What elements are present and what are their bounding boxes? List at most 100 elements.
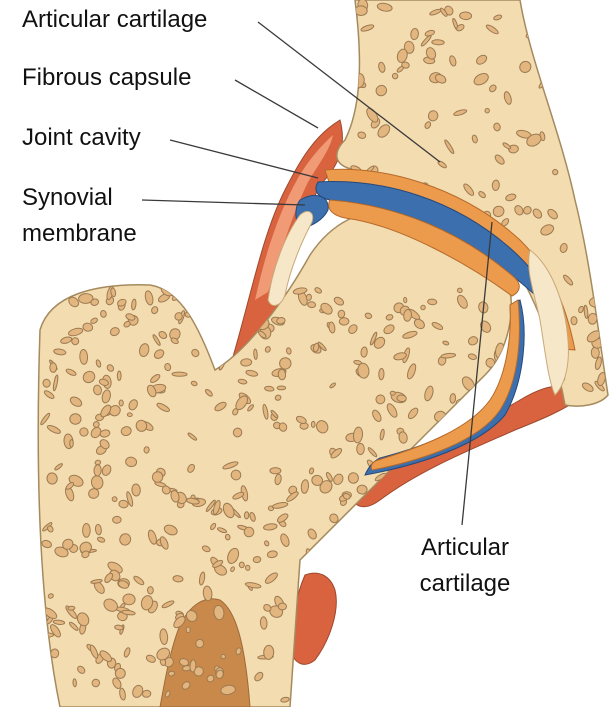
bone-pore — [396, 491, 407, 501]
bone-pore — [397, 495, 404, 503]
bone-pore — [417, 684, 432, 695]
bone-pore — [223, 317, 241, 334]
bone-pore — [594, 245, 605, 255]
bone-pore — [492, 180, 500, 191]
leader-joint-cavity — [170, 140, 318, 178]
bone-pore — [358, 555, 367, 566]
bone-pore — [444, 474, 455, 487]
bone-pore — [560, 79, 567, 90]
bone-pore — [127, 413, 132, 417]
bone-pore — [597, 216, 609, 233]
bone-pore — [429, 658, 438, 667]
bone-pore — [253, 556, 261, 563]
bone-pore — [379, 368, 385, 379]
bone-pore — [244, 512, 249, 519]
bone-pore — [477, 611, 484, 627]
bone-pore — [372, 516, 381, 525]
bone-pore — [571, 317, 577, 325]
bone-pore — [455, 676, 471, 689]
bone-pore — [593, 121, 601, 129]
bone-pore — [435, 642, 446, 655]
bone-pore — [386, 552, 394, 563]
bone-pore — [413, 608, 429, 624]
bone-pore — [482, 463, 491, 470]
bone-pore — [423, 628, 434, 639]
bone-pore — [394, 515, 401, 523]
bone-pore — [346, 689, 357, 703]
bone-pore — [214, 286, 230, 300]
bone-pore — [348, 472, 359, 484]
bone-pore — [253, 349, 257, 360]
bone-pore — [39, 633, 53, 638]
bone-pore — [142, 690, 151, 698]
bone-pore — [450, 393, 456, 403]
bone-pore — [567, 33, 575, 42]
bone-pore — [480, 640, 486, 653]
bone-pore — [210, 337, 224, 353]
bone-pore — [576, 58, 582, 65]
leader-fibrous-capsule — [235, 80, 318, 128]
bone-pore — [38, 663, 52, 677]
bone-pore — [240, 358, 252, 366]
bone-pore — [73, 679, 77, 687]
bone-pore — [190, 660, 197, 673]
bone-pore — [411, 653, 427, 666]
bone-pore — [403, 596, 421, 613]
bone-pore — [280, 358, 291, 369]
bone-pore — [598, 203, 609, 219]
bone-pore — [119, 400, 124, 406]
bone-pore — [480, 638, 492, 642]
bone-pore — [390, 391, 395, 395]
bone-pore — [572, 78, 586, 85]
bone-pore — [522, 353, 536, 367]
bone-pore — [578, 66, 585, 73]
bone-pore — [307, 302, 315, 308]
bone-pore — [298, 683, 308, 694]
label-articular-cartilage-top: Articular cartilage — [22, 6, 207, 34]
bone-pore — [589, 297, 604, 307]
bone-pore — [210, 308, 226, 319]
bone-pore — [198, 319, 214, 329]
bone-pore — [228, 314, 237, 324]
bone-pore — [100, 310, 107, 318]
bone-pore — [353, 640, 366, 651]
bone-pore — [583, 60, 595, 73]
bone-pore — [471, 649, 481, 664]
bone-pore — [202, 317, 215, 326]
bone-pore — [477, 383, 489, 391]
label-joint-cavity: Joint cavity — [22, 124, 141, 152]
bone-pore — [83, 524, 91, 538]
bone-pore — [50, 363, 57, 373]
bone-pore — [567, 156, 575, 166]
bone-pore — [536, 30, 554, 46]
bone-pore — [462, 681, 470, 697]
label-fibrous-capsule: Fibrous capsule — [22, 64, 191, 92]
bone-pore — [567, 44, 575, 50]
bone-pore — [391, 637, 400, 648]
bone-pore — [554, 80, 570, 95]
bone-pore — [459, 12, 471, 20]
bone-pore — [442, 506, 455, 519]
bone-pore — [428, 652, 440, 666]
bone-pore — [474, 653, 485, 664]
bone-pore — [399, 648, 404, 652]
bone-pore — [547, 67, 554, 80]
bone-pore — [263, 645, 273, 659]
bone-pore — [359, 621, 373, 634]
bone-pore — [488, 483, 501, 489]
bone-pore — [361, 563, 376, 570]
bone-pore — [538, 20, 551, 33]
bone-pore — [436, 511, 449, 526]
bone-pore — [358, 587, 371, 600]
bone-pore — [478, 649, 492, 663]
bone-pore — [457, 288, 463, 293]
bone-pore — [357, 512, 371, 528]
bone-pore — [229, 289, 238, 298]
bone-pore — [400, 669, 407, 676]
bone-pore — [239, 562, 245, 568]
bone-pore — [360, 625, 372, 635]
bone-pore — [442, 685, 448, 690]
bone-pore — [485, 619, 493, 629]
bone-pore — [94, 465, 102, 477]
bone-pore — [70, 440, 74, 448]
